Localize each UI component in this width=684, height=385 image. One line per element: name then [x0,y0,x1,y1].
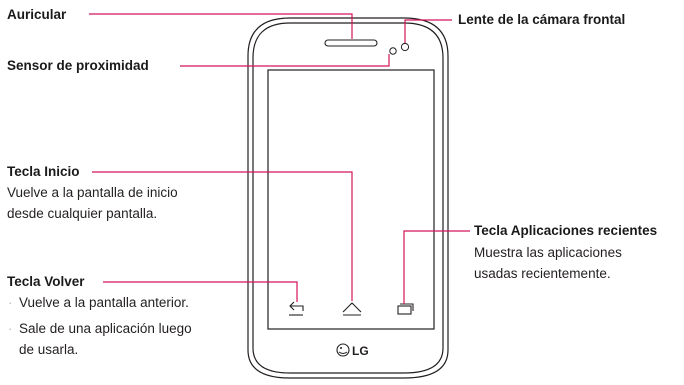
recent-apps-icon [397,303,414,315]
leader-line-recent [403,230,470,304]
back-key-bullet-2-cont: de usarla. [19,342,79,357]
back-key-bullet-2: ·Sale de una aplicación luego [8,319,192,339]
home-key-description-2: desde cualquier pantalla. [7,206,158,221]
back-arrow-icon [289,301,304,316]
recent-apps-description-1: Muestra las aplicaciones [474,245,622,260]
label-earpiece: Auricular [7,7,67,22]
phone-screen [267,69,435,330]
leader-line-home [92,171,353,301]
home-icon [342,302,362,316]
label-home-key: Tecla Inicio [7,164,80,179]
earpiece-slot [324,39,378,47]
lg-logo: LG [336,343,369,358]
brand-logo-text: LG [352,344,369,358]
label-recent-apps-key: Tecla Aplicaciones recientes [474,223,658,238]
leader-line-proximity [180,54,390,67]
recent-apps-description-2: usadas recientemente. [474,266,611,281]
label-proximity-sensor: Sensor de proximidad [7,58,149,73]
front-camera-lens [400,42,410,52]
leader-lines [89,13,470,304]
leader-line-back [103,281,298,302]
proximity-sensor [389,47,397,55]
leader-line-earpiece [89,13,353,39]
home-key-description-1: Vuelve a la pantalla de inicio [7,185,178,200]
leader-line-front-camera [404,19,452,43]
back-key-bullet-1: ·Vuelve a la pantalla anterior. [8,293,189,313]
bullet-dot: · [8,295,13,310]
bullet-dot: · [8,321,13,336]
label-back-key: Tecla Volver [7,274,85,289]
phone-body [247,17,449,379]
label-front-camera: Lente de la cámara frontal [458,12,626,27]
